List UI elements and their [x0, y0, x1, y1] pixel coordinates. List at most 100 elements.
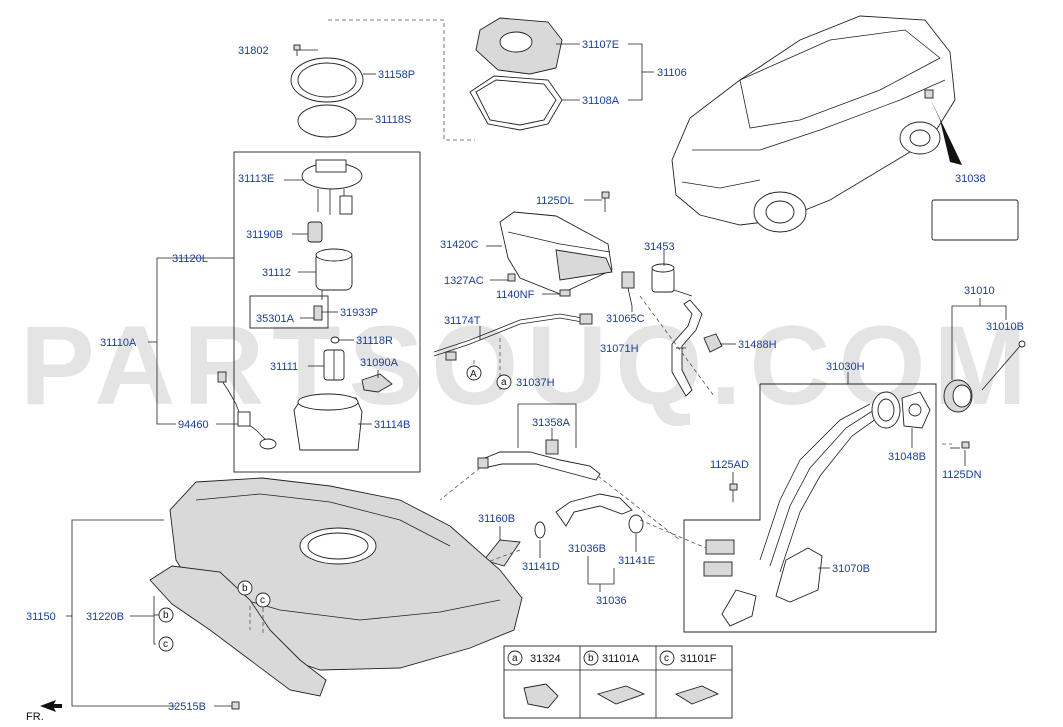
- label-31107E[interactable]: 31107E: [582, 39, 619, 51]
- part-31488H-clip: [703, 333, 723, 353]
- svg-text:31101A: 31101A: [602, 653, 640, 665]
- label-31358A[interactable]: 31358A: [532, 417, 571, 429]
- label-31160B[interactable]: 31160B: [478, 513, 515, 525]
- svg-text:c: c: [163, 639, 168, 650]
- label-31106[interactable]: 31106: [657, 67, 687, 79]
- label-31150[interactable]: 31150: [26, 611, 56, 623]
- legend-table: [503, 645, 733, 719]
- label-31037H[interactable]: 31037H: [516, 377, 555, 389]
- label-31174T[interactable]: 31174T: [444, 315, 481, 327]
- part-31118R: [330, 336, 340, 344]
- part-31158P-ring: [290, 57, 364, 103]
- part-31071H-hose: [671, 299, 703, 397]
- svg-text:31324: 31324: [530, 653, 561, 665]
- callout-a-top[interactable]: a: [496, 374, 512, 390]
- label-1327AC[interactable]: 1327AC: [444, 275, 484, 287]
- part-31118S-gasket: [297, 104, 357, 138]
- label-1125DL[interactable]: 1125DL: [536, 195, 574, 207]
- label-31070B[interactable]: 31070B: [832, 563, 870, 575]
- front-indicator-label: FR.: [26, 711, 44, 723]
- svg-text:a: a: [512, 653, 518, 664]
- label-31453[interactable]: 31453: [644, 241, 675, 253]
- label-31141E[interactable]: 31141E: [618, 555, 655, 567]
- label-31488H[interactable]: 31488H: [738, 339, 777, 351]
- part-31038-label-plate: [931, 199, 1019, 241]
- label-31220B[interactable]: 31220B: [86, 611, 124, 623]
- label-31036[interactable]: 31036: [596, 595, 627, 607]
- label-31190B[interactable]: 31190B: [246, 229, 283, 241]
- part-31037H-hose: [477, 451, 601, 481]
- callout-b-tank[interactable]: b: [237, 580, 253, 596]
- callout-c-legend-left[interactable]: c: [158, 636, 174, 652]
- part-31358A-clip: [545, 439, 559, 455]
- part-32515B-clip: [231, 701, 240, 710]
- label-31114B[interactable]: 31114B: [374, 419, 410, 431]
- label-1125AD[interactable]: 1125AD: [710, 459, 749, 471]
- label-31141D[interactable]: 31141D: [522, 561, 560, 573]
- callout-A[interactable]: A: [466, 365, 482, 381]
- pointer-arrow: [930, 98, 962, 165]
- label-35301A[interactable]: 35301A: [256, 313, 295, 325]
- svg-text:b: b: [588, 653, 594, 664]
- part-31048B-gasket: [901, 391, 931, 429]
- label-31120L[interactable]: 31120L: [172, 253, 208, 265]
- part-31141E-clamp: [628, 514, 644, 534]
- part-1140NF-bolt: [559, 289, 571, 297]
- label-31158P[interactable]: 31158P: [378, 69, 415, 81]
- front-arrow-icon: [40, 700, 62, 712]
- part-31065C-valve: [621, 271, 635, 307]
- part-31802-bolt: [293, 44, 301, 56]
- label-31110A[interactable]: 31110A: [100, 337, 137, 349]
- pump-module-box: [233, 151, 421, 473]
- part-1125AD-bolt: [729, 483, 738, 502]
- label-31010[interactable]: 31010: [964, 285, 995, 297]
- label-31048B[interactable]: 31048B: [888, 451, 926, 463]
- label-1140NF[interactable]: 1140NF: [496, 289, 535, 301]
- part-31114B-reservoir: [293, 393, 363, 451]
- part-31107E-cover: [475, 17, 563, 75]
- label-31038[interactable]: 31038: [955, 173, 986, 185]
- part-31010B-tether: [981, 340, 1026, 391]
- label-31090A[interactable]: 31090A: [360, 357, 399, 369]
- label-31108A[interactable]: 31108A: [582, 95, 620, 107]
- legend-cell-c[interactable]: c 31101F: [659, 650, 720, 705]
- callout-b-legend-left[interactable]: b: [158, 607, 174, 623]
- part-31220B-heat-shield: [149, 565, 327, 697]
- svg-text:b: b: [242, 583, 248, 594]
- label-31420C[interactable]: 31420C: [440, 239, 479, 251]
- part-31933P: [313, 305, 323, 321]
- svg-text:a: a: [501, 377, 507, 388]
- svg-text:31101F: 31101F: [680, 653, 717, 665]
- label-1125DN[interactable]: 1125DN: [942, 469, 982, 481]
- label-31933P[interactable]: 31933P: [340, 307, 378, 319]
- car-illustration: [671, 15, 956, 233]
- label-31118S[interactable]: 31118S: [375, 114, 411, 126]
- label-31118R[interactable]: 31118R: [356, 335, 393, 347]
- part-31030H-filler-neck: [703, 391, 901, 627]
- label-31112[interactable]: 31112: [262, 267, 291, 279]
- part-31174T-tube: [433, 313, 593, 361]
- label-32515B[interactable]: 32515B: [168, 701, 206, 713]
- label-31030H[interactable]: 31030H: [826, 361, 865, 373]
- label-31802[interactable]: 31802: [238, 45, 269, 57]
- part-31070B-bracket: [775, 547, 823, 603]
- label-31071H[interactable]: 31071H: [600, 343, 639, 355]
- svg-text:b: b: [163, 610, 169, 621]
- label-31111[interactable]: 31111: [270, 361, 298, 373]
- legend-cell-a[interactable]: a 31324: [507, 650, 561, 709]
- part-1327AC-stud: [507, 273, 516, 282]
- part-1125DL-bolt: [601, 191, 610, 212]
- part-31113E-flange: [301, 159, 363, 215]
- legend-cell-b[interactable]: b 31101A: [583, 650, 646, 705]
- label-31036B[interactable]: 31036B: [568, 543, 606, 555]
- part-31190B: [307, 221, 323, 243]
- label-31113E[interactable]: 31113E: [238, 173, 274, 185]
- label-94460[interactable]: 94460: [178, 419, 209, 431]
- label-31065C[interactable]: 31065C: [606, 313, 645, 325]
- part-31111-filter: [323, 349, 345, 381]
- part-1125DN-bolt: [950, 441, 970, 449]
- label-31010B[interactable]: 31010B: [986, 321, 1024, 333]
- callout-c-tank[interactable]: c: [255, 592, 271, 608]
- part-94460-sensor: [217, 371, 277, 450]
